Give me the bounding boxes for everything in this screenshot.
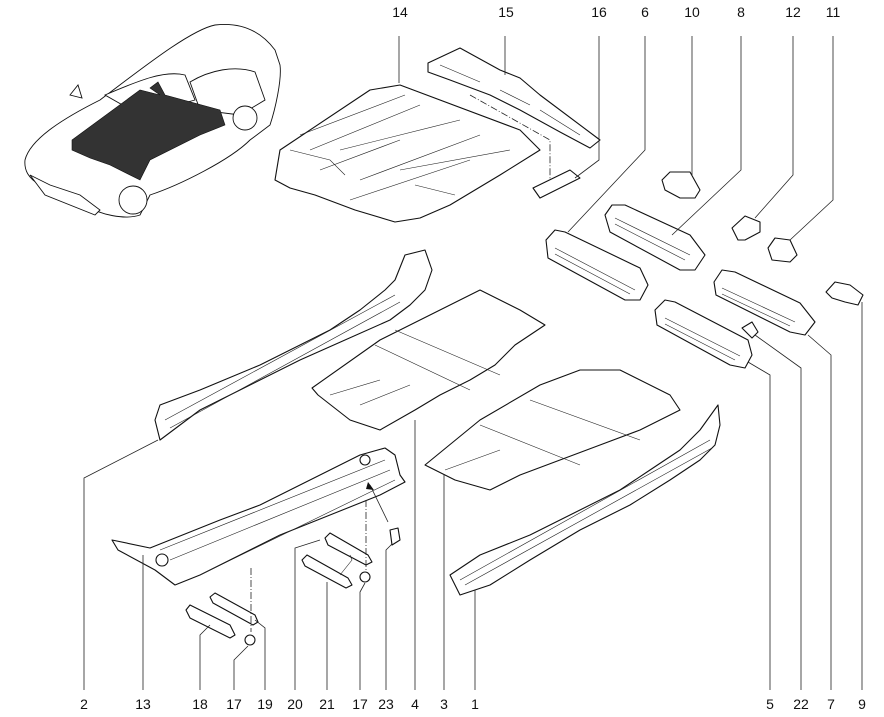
callout-21[interactable]: 21 [319,696,335,712]
callout-16[interactable]: 16 [591,4,607,20]
part-4-front-floor-panel-left[interactable] [311,289,546,431]
callout-14[interactable]: 14 [392,4,408,20]
callout-7[interactable]: 7 [827,696,835,712]
callout-9[interactable]: 9 [858,696,866,712]
callout-17-left[interactable]: 17 [226,696,242,712]
callout-3[interactable]: 3 [440,696,448,712]
part-6-front-cross-member[interactable] [545,229,649,301]
arrow-23 [369,484,389,523]
callout-19[interactable]: 19 [257,696,273,712]
leader-lines-bottom [83,302,863,690]
callout-18[interactable]: 18 [192,696,208,712]
part-11-bracket-block[interactable] [767,237,798,263]
arrow-head-icon [366,482,374,490]
part-9-bracket-right[interactable] [825,281,864,306]
part-10-reinforcement-block[interactable] [661,171,701,199]
part-12-bracket-small[interactable] [731,215,761,241]
part-17-nut-right[interactable] [359,571,371,583]
part-7-seat-cross-member-rear[interactable] [713,269,816,336]
callout-20[interactable]: 20 [287,696,303,712]
highlighted-floor [71,81,226,181]
part-14-floor-assembly[interactable] [274,84,541,223]
callout-12[interactable]: 12 [785,4,801,20]
part-23-clip[interactable] [389,527,401,546]
callout-10[interactable]: 10 [684,4,700,20]
car-overview-illustration [24,23,281,218]
callout-22[interactable]: 22 [793,696,809,712]
callout-11[interactable]: 11 [825,4,841,20]
part-13-tunnel-panel[interactable] [111,447,406,586]
part-21-tunnel-brace-with-wire[interactable] [301,554,353,589]
part-8-seat-cross-member-front[interactable] [604,204,706,271]
callout-5[interactable]: 5 [766,696,774,712]
callout-8[interactable]: 8 [737,4,745,20]
callout-1[interactable]: 1 [471,696,479,712]
callout-23[interactable]: 23 [378,696,394,712]
callout-4[interactable]: 4 [411,696,419,712]
part-1-right-side-sill[interactable] [449,404,721,596]
part-2-left-side-sill[interactable] [154,249,433,441]
callout-13[interactable]: 13 [135,696,151,712]
callout-17-right[interactable]: 17 [352,696,368,712]
part-3-front-floor-panel-right[interactable] [424,369,681,491]
callout-15[interactable]: 15 [498,4,514,20]
part-5-front-cross-member-rear[interactable] [654,299,753,369]
part-17-nut-left[interactable] [244,634,256,646]
leader-lines-top [398,36,834,241]
part-20-tunnel-brace-right[interactable] [324,532,373,566]
part-22-small-clip[interactable] [741,321,759,339]
callout-6[interactable]: 6 [641,4,649,20]
part-18-tunnel-brace-left[interactable] [185,604,236,639]
part-16-tunnel-reinforcement[interactable] [469,94,581,199]
part-15-rear-cross-member-panel[interactable] [427,47,601,149]
callout-2[interactable]: 2 [80,696,88,712]
